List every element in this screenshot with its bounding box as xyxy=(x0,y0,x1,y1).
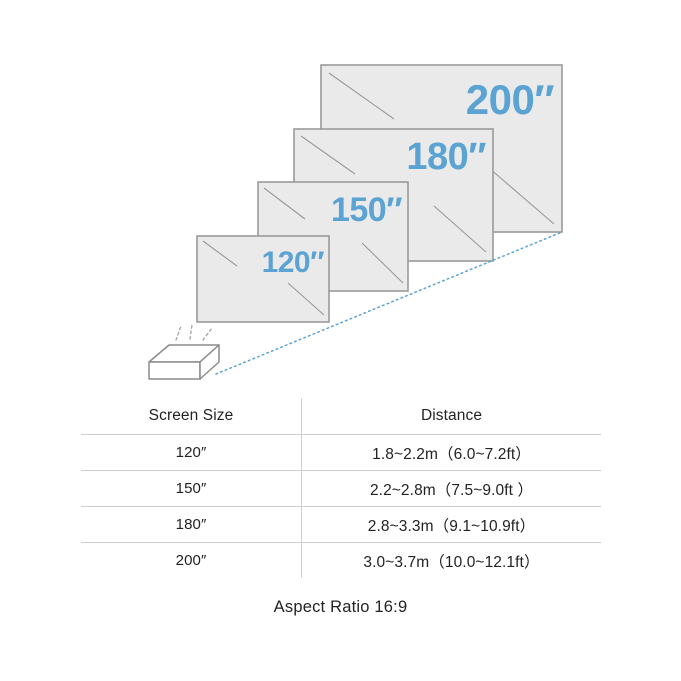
cell-distance: 2.2~2.8m（7.5~9.0ft ） xyxy=(301,470,601,507)
screen-150-label: 150″ xyxy=(331,191,402,229)
screen-size-distance-table: Screen Size Distance 120″ 1.8~2.2m（6.0~7… xyxy=(80,397,602,579)
screen-180-label: 180″ xyxy=(406,136,486,178)
column-header-distance: Distance xyxy=(301,398,601,435)
spec-table-container: Screen Size Distance 120″ 1.8~2.2m（6.0~7… xyxy=(80,397,602,579)
table-row: 120″ 1.8~2.2m（6.0~7.2ft） xyxy=(81,434,601,471)
cell-distance: 2.8~3.3m（9.1~10.9ft） xyxy=(301,506,601,543)
projection-diagram: 200″ 180″ 150″ 120″ xyxy=(148,64,563,380)
cell-screen-size: 180″ xyxy=(81,506,302,543)
table-row: 180″ 2.8~3.3m（9.1~10.9ft） xyxy=(81,506,601,543)
screen-120: 120″ xyxy=(196,235,330,323)
table-header-row: Screen Size Distance xyxy=(81,398,601,435)
column-header-screen-size: Screen Size xyxy=(81,398,302,435)
projection-distance-line xyxy=(215,231,563,375)
table-row: 150″ 2.2~2.8m（7.5~9.0ft ） xyxy=(81,470,601,507)
cell-distance: 3.0~3.7m（10.0~12.1ft） xyxy=(363,553,540,571)
cell-screen-size: 200″ xyxy=(81,542,302,578)
screen-120-label: 120″ xyxy=(262,246,325,279)
projector-icon xyxy=(148,344,220,380)
aspect-ratio-note: Aspect Ratio 16:9 xyxy=(273,598,408,616)
diagram-canvas: 200″ 180″ 150″ 120″ xyxy=(148,64,563,380)
cell-screen-size: 150″ xyxy=(81,470,302,507)
projector-light-rays-icon xyxy=(175,324,213,341)
cell-distance: 1.8~2.2m（6.0~7.2ft） xyxy=(301,434,601,471)
table-row: 200″ 3.0~3.7m（10.0~12.1ft） xyxy=(81,542,601,578)
screen-200-label: 200″ xyxy=(466,76,555,123)
cell-screen-size: 120″ xyxy=(81,434,302,471)
